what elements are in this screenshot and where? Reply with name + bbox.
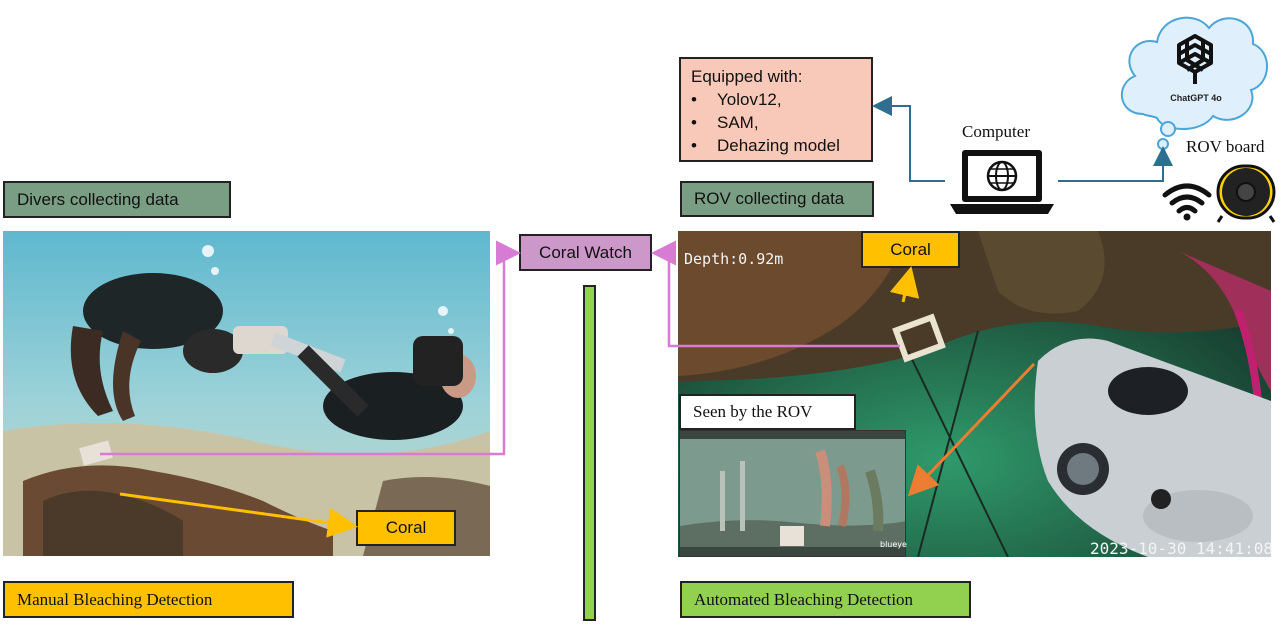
divers-photo-illustration [3, 231, 490, 556]
automated-detection-label: Automated Bleaching Detection [680, 581, 971, 618]
vertical-divider-bar [583, 285, 596, 621]
computer-label: Computer [962, 122, 1030, 141]
depth-overlay: Depth:0.92m [684, 250, 784, 268]
openai-logo-icon [1177, 34, 1213, 84]
equipment-heading: Equipped with: [691, 67, 803, 86]
cloud-label: ChatGPT 4o [1170, 93, 1222, 103]
manual-coral-label: Coral [356, 510, 456, 546]
rov-coral-label: Coral [861, 231, 960, 268]
rov-coral-label-text: Coral [890, 239, 931, 259]
computer-to-cloud-connector [1058, 146, 1173, 182]
equipment-item-yolo: Yolov12, [691, 88, 861, 111]
wifi-icon [1162, 183, 1212, 221]
manual-detection-label: Manual Bleaching Detection [3, 581, 294, 618]
divers-section-label: Divers collecting data [3, 181, 231, 218]
inset-label-text: Seen by the ROV [693, 402, 813, 421]
divers-section-label-text: Divers collecting data [17, 189, 179, 209]
automated-detection-label-text: Automated Bleaching Detection [694, 589, 914, 609]
timestamp-overlay: 2023-10-30 14:41:08 [1090, 539, 1274, 558]
coral-watch-label: Coral Watch [539, 242, 632, 262]
equipment-item-sam: SAM, [691, 111, 861, 134]
rov-board-label: ROV board [1186, 137, 1265, 156]
rov-section-label: ROV collecting data [680, 181, 874, 217]
laptop-globe-icon [950, 150, 1054, 214]
inset-label: Seen by the ROV [679, 394, 856, 430]
computer-to-equipment-connector [872, 96, 945, 182]
coral-watch-box: Coral Watch [519, 234, 652, 271]
cable-reel-icon [1216, 164, 1276, 223]
manual-detection-label-text: Manual Bleaching Detection [17, 589, 213, 609]
equipment-list: Yolov12, SAM, Dehazing model [691, 88, 861, 157]
inset-brand: blueye [880, 540, 907, 549]
manual-coral-label-text: Coral [385, 518, 427, 537]
rov-inset-illustration [680, 431, 905, 556]
rov-inset-photo [679, 430, 906, 557]
rov-section-label-text: ROV collecting data [694, 189, 845, 208]
equipment-box: Equipped with: Yolov12, SAM, Dehazing mo… [679, 57, 873, 162]
equipment-item-dehazing: Dehazing model [691, 134, 861, 157]
divers-photo [3, 231, 490, 556]
